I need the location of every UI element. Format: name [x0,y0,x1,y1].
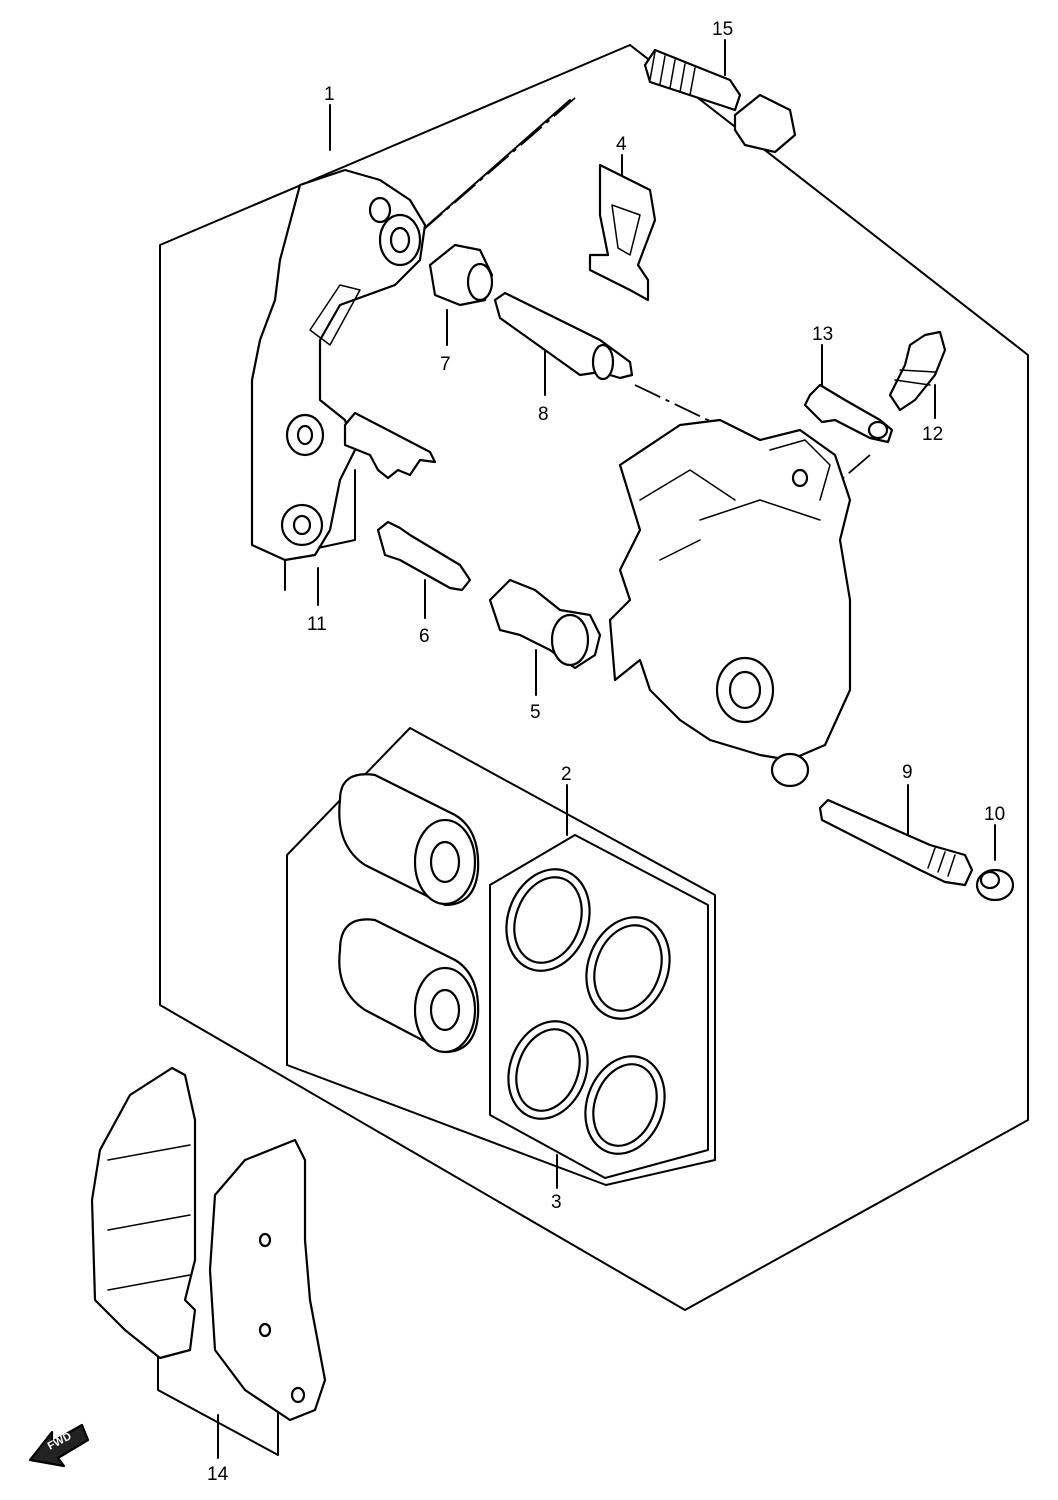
pistons [338,773,480,1054]
callout-7: 7 [440,354,451,375]
fwd-arrow-icon: FWD [28,1423,90,1468]
leader-lines [217,39,996,1459]
piston-seals [505,868,671,1155]
callout-1: 1 [324,84,335,105]
slide-cap [975,868,1015,902]
bracket-part [250,168,427,562]
slide-pin-lower [376,520,472,592]
caliper-body [608,418,852,788]
pad-retainer [588,163,657,302]
callout-6: 6 [419,626,430,647]
dust-boot [428,243,494,307]
piston-set-outline [286,727,716,1186]
callout-5: 5 [530,702,541,723]
callout-15: 15 [712,19,733,40]
seal-set-outline [489,834,709,1179]
callout-labels: 1 15 4 7 8 13 12 11 6 5 2 9 10 3 14 [207,19,1005,1485]
caliper-pin [488,578,602,670]
mounting-bolt [643,48,797,154]
hose-tab [803,383,894,444]
callout-13: 13 [812,324,833,345]
slide-pin-upper [493,291,634,381]
pad-spring-clip [343,411,437,480]
callout-12: 12 [922,424,943,445]
callout-3: 3 [551,1192,562,1213]
callout-2: 2 [561,764,572,785]
callout-10: 10 [984,804,1005,825]
bleeder-valve [888,330,947,412]
callout-14: 14 [207,1464,229,1485]
callout-8: 8 [538,404,549,425]
callout-4: 4 [616,134,627,155]
slide-bolt [818,798,974,887]
callout-11: 11 [307,614,327,635]
assembly-outline [159,44,1029,1311]
brake-pads [90,1066,327,1422]
callout-9: 9 [902,762,913,783]
